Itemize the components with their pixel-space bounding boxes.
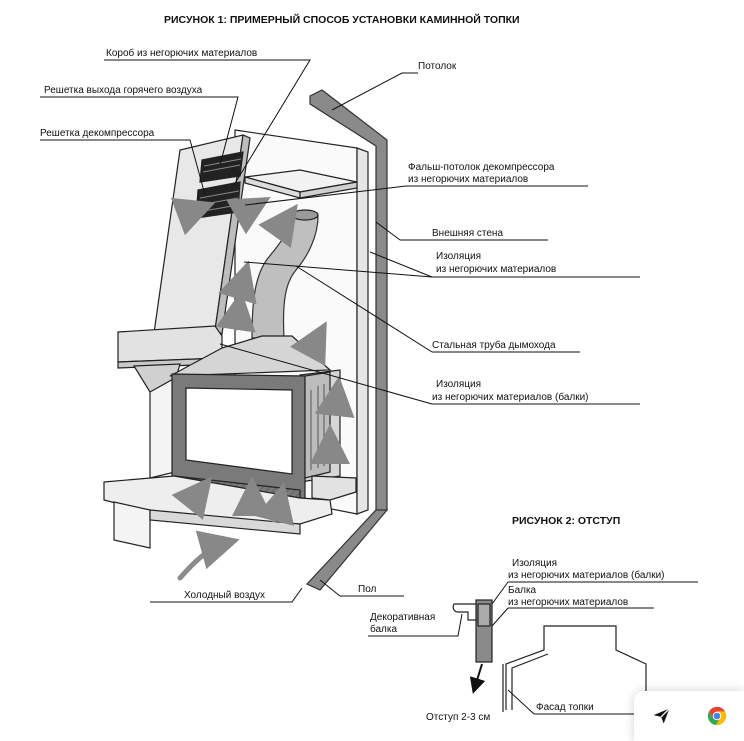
label-facade: Фасад топки [536,702,594,713]
base-block [113,501,151,549]
label-steel-pipe: Стальная труба дымохода [432,339,556,351]
label-deco-beam-line2: балка [370,623,397,635]
firebox-facade-outline [505,625,647,710]
label-insulation-beams-line1: Изоляция [436,379,481,390]
mantel-beam [117,325,223,363]
decorative-beam [452,603,477,621]
label-beam-line1: Балка [508,585,537,596]
label-cold-air: Холодный воздух [184,590,265,601]
label-insulation-line2: из негорючих материалов [436,264,556,275]
figure2-title: РИСУНОК 2: ОТСТУП [512,515,620,527]
label-insulation-beams-line2: из негорючих материалов (балки) [432,391,589,403]
leader-lines [40,59,640,603]
label-box: Короб из негорючих материалов [106,47,257,59]
chrome-icon[interactable] [702,701,732,731]
figure2-labels: РИСУНОК 2: ОТСТУП Изоляция из негорючих … [370,515,665,723]
label-offset: Отступ 2-3 см [426,712,490,723]
label-floor: Пол [358,584,377,595]
beam-block [477,603,491,627]
label-insulation2-line2: из негорючих материалов (балки) [508,569,665,581]
label-deco-beam-line1: Декоративная [370,612,435,623]
figure2-leaders [368,581,698,715]
label-insulation2-line1: Изоляция [512,558,557,569]
label-false-ceiling-line1: Фальш-потолок декомпрессора [408,162,555,173]
firebox-glass [185,387,293,475]
label-false-ceiling-line2: из негорючих материалов [408,174,528,185]
figure1-title: РИСУНОК 1: ПРИМЕРНЫЙ СПОСОБ УСТАНОВКИ КА… [164,13,520,26]
paper-plane-icon[interactable] [647,701,677,731]
label-hot-air-grille: Решетка выхода горячего воздуха [44,85,203,96]
figure2-drawing [452,599,647,712]
hearth-step [311,475,357,501]
wall-insulation [356,147,369,515]
label-ceiling: Потолок [418,61,457,72]
airflow-arrows [170,197,355,581]
label-insulation-line1: Изоляция [436,251,481,262]
label-decompressor-grille: Решетка декомпрессора [40,128,155,139]
figure1-labels: РИСУНОК 1: ПРИМЕРНЫЙ СПОСОБ УСТАНОВКИ КА… [40,13,589,601]
figure1-drawing [103,89,389,591]
floating-toolbar [634,691,744,741]
floor [305,509,389,591]
left-pillar [149,376,176,479]
label-beam-line2: из негорючих материалов [508,597,628,608]
label-outer-wall: Внешняя стена [432,228,503,239]
